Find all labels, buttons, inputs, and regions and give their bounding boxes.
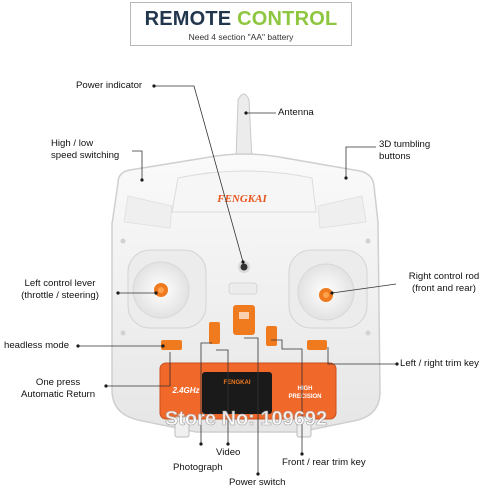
callout-dots [76,84,399,476]
front-rear-trim-left[interactable] [209,322,220,344]
label-speed-line1: High / low [51,138,94,149]
video-button[interactable] [296,416,312,438]
label-left-lever-line1: Left control lever [24,278,96,289]
label-tumbling: 3D tumbling buttons [379,139,430,163]
label-tumbling-line2: buttons [379,151,411,162]
photograph-button[interactable] [174,416,190,438]
label-power-switch: Power switch [229,477,286,488]
power-indicator-light [238,261,250,273]
label-video: Video [216,447,241,458]
label-photograph: Photograph [173,462,223,473]
label-return: One press Automatic Return [8,377,108,401]
frequency-text: 2.4GHz [171,386,199,395]
label-right-rod-line2: (front and rear) [412,283,476,294]
left-right-trim-key[interactable] [307,340,327,350]
header-title-remote: REMOTE [144,8,232,30]
panel-text-high: HIGH [298,386,313,392]
label-return-line2: Automatic Return [20,389,96,400]
label-power-indicator: Power indicator [76,80,143,91]
label-lr-trim: Left / right trim key [400,358,479,369]
label-antenna: Antenna [278,107,314,118]
label-right-rod-line1: Right control rod [408,271,480,282]
header-title: REMOTE CONTROL [131,8,351,31]
bottom-panel: 2.4GHz FENGKAI HIGH PRECISION [159,362,337,420]
label-headless: headless mode [4,340,70,351]
panel-text-precision: PRECISION [288,394,321,400]
brand-logo: FENGKAI [216,193,267,205]
front-rear-trim-right[interactable] [266,326,277,346]
label-return-line1: One press [35,377,81,388]
label-right-rod: Right control rod (front and rear) [392,271,496,295]
headless-mode-button[interactable] [161,340,182,350]
left-control-stick[interactable] [127,249,207,329]
label-speed-switching: High / low speed switching [51,138,119,162]
label-tumbling-line1: 3D tumbling [379,139,431,150]
label-left-lever-line2: (throttle / steering) [21,290,99,301]
store-watermark: Store No: 109692 [165,408,327,430]
header-box: REMOTE CONTROL Need 4 section "AA" batte… [130,2,352,46]
antenna [235,93,253,161]
header-title-control: CONTROL [237,8,338,30]
label-left-lever: Left control lever (throttle / steering) [2,278,118,302]
header-subtitle: Need 4 section "AA" battery [188,32,294,42]
callout-lines [78,85,397,474]
label-speed-line2: speed switching [51,150,120,161]
right-control-stick[interactable] [288,249,368,329]
panel-brand-text: FENGKAI [224,380,251,386]
label-fr-trim: Front / rear trim key [282,457,366,468]
power-switch[interactable] [233,305,255,335]
